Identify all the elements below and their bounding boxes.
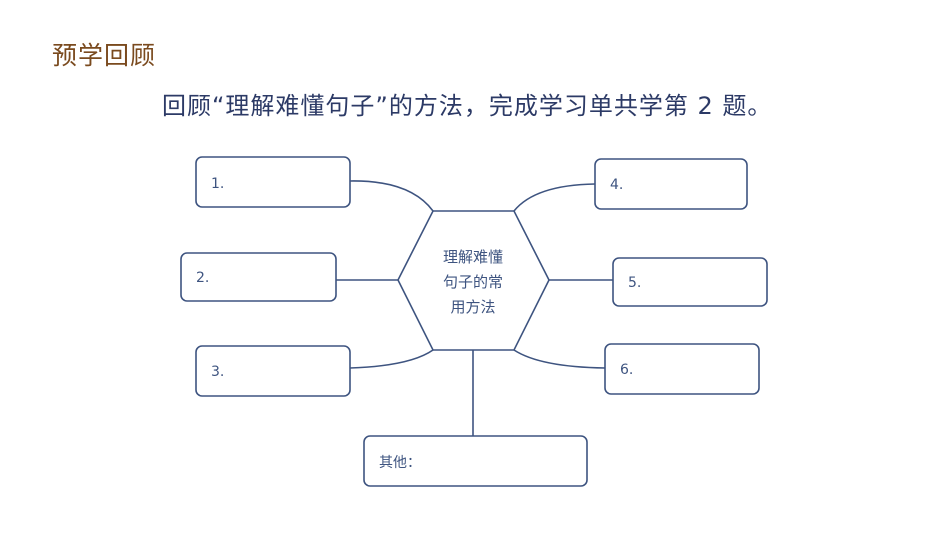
box-label-6: 6. <box>620 362 633 378</box>
method-box-other <box>363 435 588 487</box>
connector-1 <box>349 180 434 212</box>
instruction-text: 回顾“理解难懂句子”的方法，完成学习单共学第 2 题。 <box>162 92 773 120</box>
box-label-5: 5. <box>628 275 641 291</box>
connector-3 <box>349 349 434 369</box>
connector-6 <box>513 349 606 369</box>
center-label-line-2: 句子的常 <box>443 273 503 291</box>
method-box-4 <box>594 158 748 210</box>
center-label-line-1: 理解难懂 <box>443 248 503 266</box>
box-label-4: 4. <box>610 177 623 193</box>
section-title: 预学回顾 <box>52 41 157 70</box>
center-hexagon <box>397 210 550 351</box>
method-box-5 <box>612 257 768 307</box>
method-box-1 <box>195 156 351 208</box>
method-box-6 <box>604 343 760 395</box>
box-label-other: 其他： <box>379 455 421 471</box>
box-label-2: 2. <box>196 270 209 286</box>
method-box-3 <box>195 345 351 397</box>
center-label-line-3: 用方法 <box>450 298 495 316</box>
box-label-3: 3. <box>211 364 224 380</box>
method-box-2 <box>180 252 337 302</box>
box-label-1: 1. <box>211 176 224 192</box>
connector-4 <box>513 183 596 212</box>
